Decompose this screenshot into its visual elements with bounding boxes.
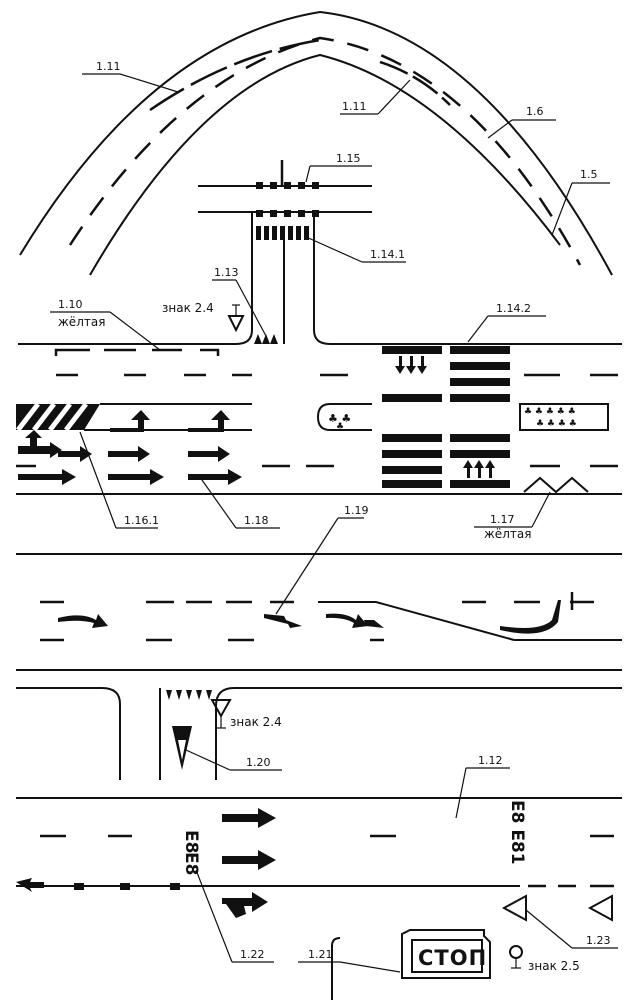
label-1-21: 1.21 [308,948,333,961]
leaders-middle [50,165,551,529]
label-1-12: 1.12 [478,754,503,767]
label-1-5: 1.5 [580,168,598,181]
label-1-17: 1.17 [490,513,515,526]
curved-road-section [19,10,613,276]
stop-line-1-11-right [379,60,451,106]
marking-1-18-bottom-arrows [222,808,276,918]
lane-transition-section [16,553,622,671]
arrow-left-edge [16,878,44,892]
junction-section: E8 E8 E8 E81 СТОП [16,687,622,1000]
route-number-right: E8 E81 [507,800,527,865]
label-1-18: 1.18 [244,514,269,527]
leader-1-19-b [275,517,339,615]
label-1-20: 1.20 [246,756,271,769]
marking-1-20-triangle [172,726,192,770]
label-1-15: 1.15 [336,152,361,165]
stop-text: СТОП [418,946,487,970]
traffic-island-left: ♣ ♣ ♣ [316,403,372,432]
svg-text:♣ ♣ ♣ ♣ ♣: ♣ ♣ ♣ ♣ ♣ [524,407,576,417]
marking-1-16-1-hatching [16,402,100,432]
marking-1-18-arrows [18,410,242,485]
sign-2-5 [509,945,523,969]
label-1-11-left: 1.11 [96,60,121,73]
route-number-left-1: E8 [181,830,201,853]
sign-2-4-top [227,304,245,333]
label-1-19: 1.19 [344,504,369,517]
label-1-11-center: 1.11 [342,100,367,113]
label-1-22: 1.22 [240,948,265,961]
marking-1-23-triangles [501,894,613,922]
label-1-16-1: 1.16.1 [124,514,159,527]
curve-outer-edge [19,10,613,276]
label-1-23: 1.23 [586,934,611,947]
marking-1-14-2-crossing [382,346,510,488]
label-sign-2-4-top: знак 2.4 [162,301,214,315]
marking-1-14-1-zebra [256,226,309,240]
marking-1-17-zigzag [523,476,589,494]
sign-2-4-bottom [210,699,232,729]
marking-1-10-yellow [54,348,220,356]
marking-1-13-triangles [254,334,278,344]
curve-broken-line [68,36,582,266]
label-sign-2-5: знак 2.5 [528,959,580,973]
label-1-6: 1.6 [526,105,544,118]
traffic-island-right: ♣ ♣ ♣ ♣ ♣ ♣ ♣ ♣ ♣ [519,403,609,431]
route-number-left-2: E8 [181,852,201,875]
svg-text:♣ ♣: ♣ ♣ [328,412,351,425]
stop-marking-1-21: СТОП [401,929,491,979]
label-yellow-1: жёлтая [58,315,105,329]
stop-line-1-11-left [149,38,321,112]
label-1-13: 1.13 [214,266,239,279]
svg-text:♣: ♣ [336,422,344,432]
curve-inner-edge [89,53,561,276]
marking-1-13-bottom-triangles [166,690,212,700]
label-1-10: 1.10 [58,298,83,311]
leaders-top [82,73,610,236]
road-edge-bottom [331,937,341,1000]
intersection-section: ♣ ♣ ♣ ♣ ♣ ♣ ♣ ♣ ♣ ♣ ♣ ♣ [16,160,622,495]
marking-1-22-route-numbers: E8 E8 E8 E81 [181,800,527,875]
label-1-14-1: 1.14.1 [370,248,405,261]
svg-text:♣ ♣ ♣ ♣: ♣ ♣ ♣ ♣ [536,419,577,429]
label-sign-2-4-bottom: знак 2.4 [230,715,282,729]
leaders-bottom [185,749,618,973]
label-yellow-2: жёлтая [484,527,531,541]
marking-1-15-crossing [256,182,319,217]
marking-1-19-arrows [58,600,561,634]
label-1-14-2: 1.14.2 [496,302,531,315]
marking-1-12-stop-line [74,883,180,890]
